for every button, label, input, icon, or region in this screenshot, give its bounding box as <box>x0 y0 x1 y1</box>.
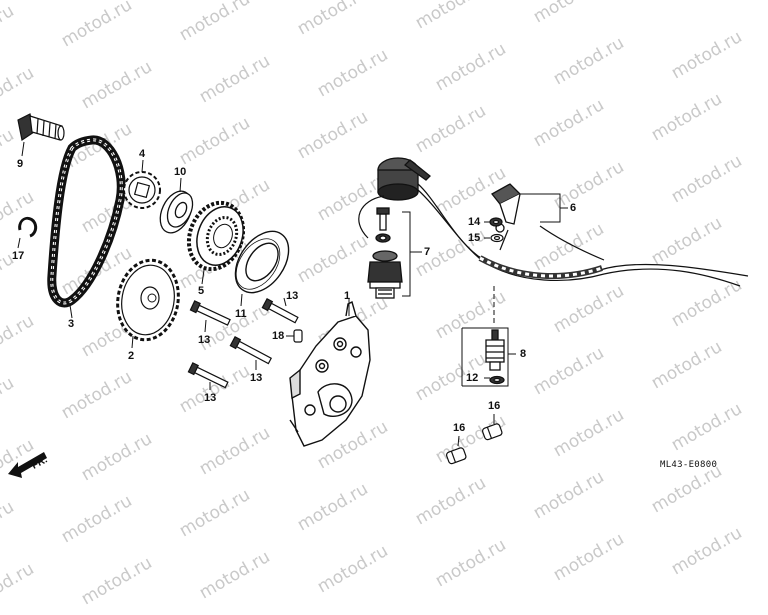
oil-pump-icon <box>289 300 371 447</box>
callout-2: 2 <box>128 350 135 362</box>
thrust-washer-icon <box>234 230 290 294</box>
callout-1: 1 <box>344 290 351 302</box>
driven-sprocket-icon <box>116 258 180 342</box>
callout-14: 14 <box>468 216 481 228</box>
sprocket-icon <box>123 171 161 209</box>
callout-7: 7 <box>424 246 431 258</box>
front-arrow-icon <box>8 452 47 478</box>
callout-11: 11 <box>235 308 247 320</box>
callout-17: 17 <box>12 250 25 262</box>
callout-3: 3 <box>68 318 75 330</box>
callout-6: 6 <box>570 202 577 214</box>
chain-icon <box>47 135 126 308</box>
pressure-switch-icon <box>367 157 431 299</box>
callout-16-b: 16 <box>453 422 466 434</box>
diagram-code: ML43-E0800 <box>660 460 718 470</box>
callout-8: 8 <box>520 348 527 360</box>
callout-12: 12 <box>466 372 479 384</box>
dowel-pin-icon <box>293 329 303 343</box>
exploded-view <box>8 113 749 478</box>
circlip-icon <box>18 216 38 238</box>
callout-18: 18 <box>272 330 285 342</box>
washer-icon <box>159 190 194 234</box>
callout-13-a: 13 <box>286 290 299 302</box>
callout-13-d: 13 <box>204 392 217 404</box>
wire-harness-icon <box>358 183 749 287</box>
callout-10: 10 <box>174 166 187 178</box>
bolt-icon <box>187 297 299 389</box>
callout-15: 15 <box>468 232 481 244</box>
callout-13-b: 13 <box>198 334 211 346</box>
dowel-pin-icon <box>445 423 503 465</box>
washer-small-icon <box>490 233 504 243</box>
neutral-switch-icon <box>485 329 505 385</box>
gear-icon <box>186 200 246 272</box>
callout-16-a: 16 <box>488 400 501 412</box>
nut-icon <box>489 217 503 227</box>
flange-bolt-icon <box>17 113 65 141</box>
callout-13-c: 13 <box>250 372 263 384</box>
callout-5: 5 <box>198 285 205 297</box>
callout-4: 4 <box>139 148 146 160</box>
callout-9: 9 <box>17 158 24 170</box>
